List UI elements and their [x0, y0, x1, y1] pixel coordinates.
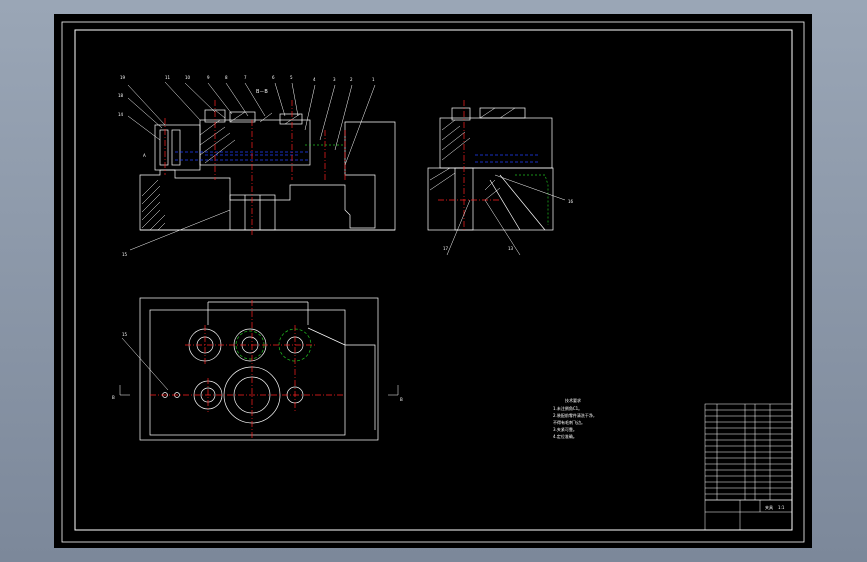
part-label: 17 [443, 246, 449, 251]
part-label: 15 [122, 332, 128, 337]
part-label: 8 [225, 75, 228, 80]
notes-line: 1.未注倒角C1。 [553, 405, 582, 411]
part-label: 5 [290, 75, 293, 80]
notes-line: 4.定位准确。 [553, 433, 577, 439]
section-marker: B [400, 397, 403, 402]
part-label: 2 [350, 77, 353, 82]
side-view-labels: 16 17 13 [443, 199, 574, 251]
outer-frame [61, 21, 805, 543]
part-label: 7 [244, 75, 247, 80]
section-label: B－B [256, 89, 268, 95]
part-label: 1 [372, 77, 375, 82]
part-label: 19 [120, 75, 126, 80]
drawing-sheet [54, 14, 812, 548]
title-block: 夹具 1:1 [765, 504, 785, 510]
front-section-view [127, 81, 396, 251]
front-view-labels: B－B 19 11 10 9 8 7 6 5 4 3 2 1 18 14 15 … [118, 75, 375, 257]
part-label: 14 [118, 112, 124, 117]
parts-list-rows [705, 409, 792, 495]
part-label: 16 [568, 199, 574, 204]
part-label: 3 [333, 77, 336, 82]
parts-list-table[interactable] [704, 403, 793, 531]
part-label: 10 [185, 75, 191, 80]
part-label: 4 [313, 77, 316, 82]
title-block-scale: 1:1 [778, 505, 785, 510]
notes-line: 3.夹紧可靠。 [553, 426, 577, 432]
side-section-view [427, 100, 566, 256]
plan-view-labels: 15 B B [112, 332, 403, 402]
part-label: 9 [207, 75, 210, 80]
view-marker: A [143, 153, 146, 158]
notes-line: 不得有毛刺飞边。 [553, 419, 585, 425]
technical-notes: 技术要求 1.未注倒角C1。 2.装配前零件清洗干净， 不得有毛刺飞边。 3.夹… [553, 397, 597, 439]
part-label: 11 [165, 75, 171, 80]
part-label: 13 [508, 246, 514, 251]
part-label: 18 [118, 93, 124, 98]
inner-frame [74, 29, 793, 531]
section-marker: B [112, 395, 115, 400]
part-label: 6 [272, 75, 275, 80]
plan-view [119, 297, 399, 441]
notes-line: 2.装配前零件清洗干净， [553, 412, 597, 418]
notes-title: 技术要求 [565, 397, 581, 403]
part-label: 15 [122, 252, 128, 257]
title-block-name: 夹具 [765, 504, 773, 510]
